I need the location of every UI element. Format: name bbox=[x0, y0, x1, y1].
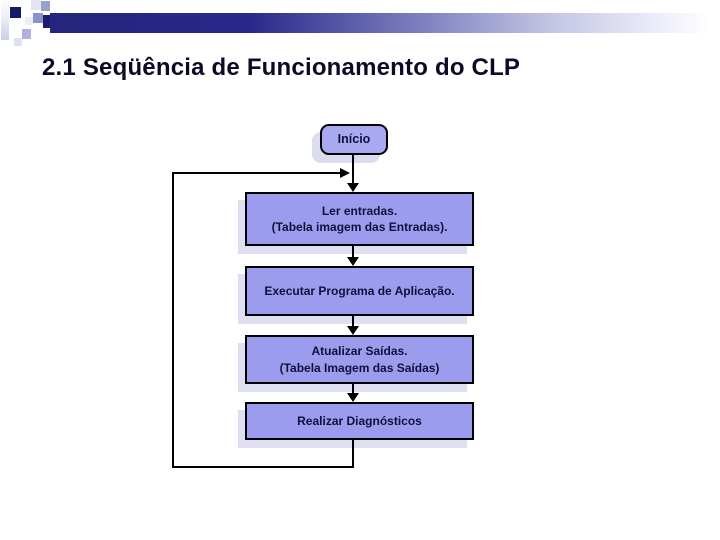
connector-loop-top bbox=[172, 172, 340, 174]
decor-gradient-bar bbox=[50, 13, 710, 33]
connector-loop-left bbox=[172, 172, 174, 468]
decor-gradient-strip bbox=[1, 0, 9, 40]
flow-step-realizar-diagnosticos: Realizar Diagnósticos bbox=[245, 402, 474, 440]
arrowhead-down-icon bbox=[347, 183, 359, 192]
arrowhead-down-icon bbox=[347, 257, 359, 266]
slide-title: 2.1 Seqüência de Funcionamento do CLP bbox=[42, 54, 521, 81]
connector-step3-to-step4 bbox=[352, 384, 354, 394]
connector-loop-bottom bbox=[172, 466, 354, 468]
decor-square-pale bbox=[25, 17, 33, 25]
decor-square-navy bbox=[10, 7, 21, 18]
decor-square-pale bbox=[31, 0, 41, 10]
connector-start-to-step1 bbox=[352, 154, 354, 184]
arrowhead-down-icon bbox=[347, 393, 359, 402]
arrowhead-right-icon bbox=[340, 168, 350, 178]
flow-step-ler-entradas: Ler entradas. (Tabela imagem das Entrada… bbox=[245, 192, 474, 246]
flow-start-inicio: Início bbox=[320, 124, 388, 155]
decor-square-slate bbox=[33, 13, 43, 23]
decor-square-gray bbox=[41, 1, 50, 11]
connector-loop-down bbox=[352, 440, 354, 468]
decor-square-pale bbox=[14, 38, 22, 46]
arrowhead-down-icon bbox=[347, 326, 359, 335]
connector-step1-to-step2 bbox=[352, 246, 354, 258]
decor-square-lavender bbox=[22, 29, 31, 39]
flow-step-executar-programa: Executar Programa de Aplicação. bbox=[245, 266, 474, 316]
connector-step2-to-step3 bbox=[352, 316, 354, 327]
flow-step-atualizar-saidas: Atualizar Saídas. (Tabela Imagem das Saí… bbox=[245, 335, 474, 384]
